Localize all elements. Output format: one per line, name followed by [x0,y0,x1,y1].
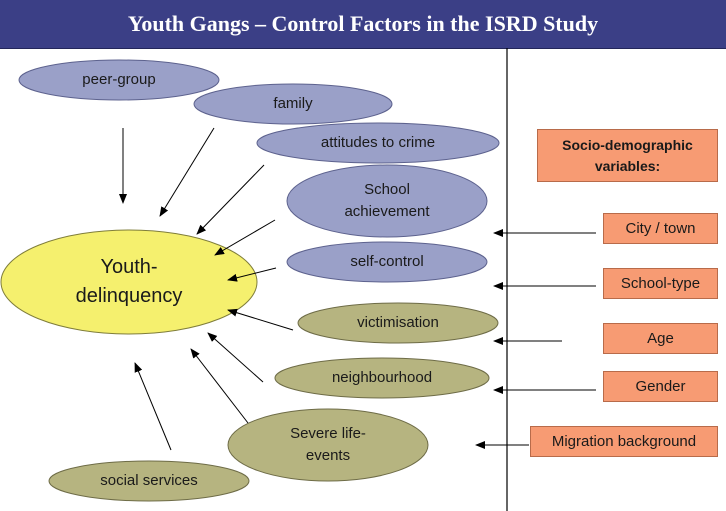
social-services-ellipse [48,460,250,502]
life-events-ellipse [227,408,429,482]
arrow-attitudes [196,164,265,235]
social-services-label: social services [100,472,198,490]
age-label: Age [647,329,674,347]
neighbourhood-ellipse [274,357,490,399]
victimisation-label: victimisation [357,314,439,332]
family-label: family [273,95,313,113]
victimisation-ellipse [297,302,499,344]
self-control-ellipse [286,241,488,283]
peer-group-ellipse [18,59,220,101]
school-type-label: School-type [620,274,701,292]
gender-label: Gender [635,377,686,395]
self-control-label: self-control [350,253,424,271]
socio-header-box [537,129,718,182]
city-town-label: City / town [625,219,696,237]
age-box [603,323,718,354]
neighbourhood-label: neighbourhood [331,369,433,387]
life-events-label: Severe life- events [290,425,366,464]
arrow-life-events [190,348,249,424]
center-ellipse [0,229,258,335]
arrow-neighbourhood [207,332,264,383]
city-town-box [603,213,718,244]
title-bar [0,0,726,49]
center-label: Youth- delinquency [75,256,183,307]
migration-box [530,426,718,457]
arrow-self-control [227,267,277,282]
arrow-family [159,127,215,217]
school-achievement-label: School achievement [344,181,430,220]
gender-box [603,371,718,402]
peer-group-label: peer-group [82,71,156,89]
school-achievement-ellipse [286,164,488,238]
family-ellipse [193,83,393,125]
migration-label: Migration background [551,432,697,450]
socio-header-label: Socio-demographic variables: [562,136,693,174]
page-title: Youth Gangs – Control Factors in the ISR… [127,11,599,36]
arrow-school-achievement [214,219,276,256]
school-type-box [603,268,718,299]
arrow-victimisation [227,308,294,331]
attitudes-label: attitudes to crime [320,134,436,152]
arrow-social-services [134,362,172,451]
attitudes-ellipse [256,122,500,164]
